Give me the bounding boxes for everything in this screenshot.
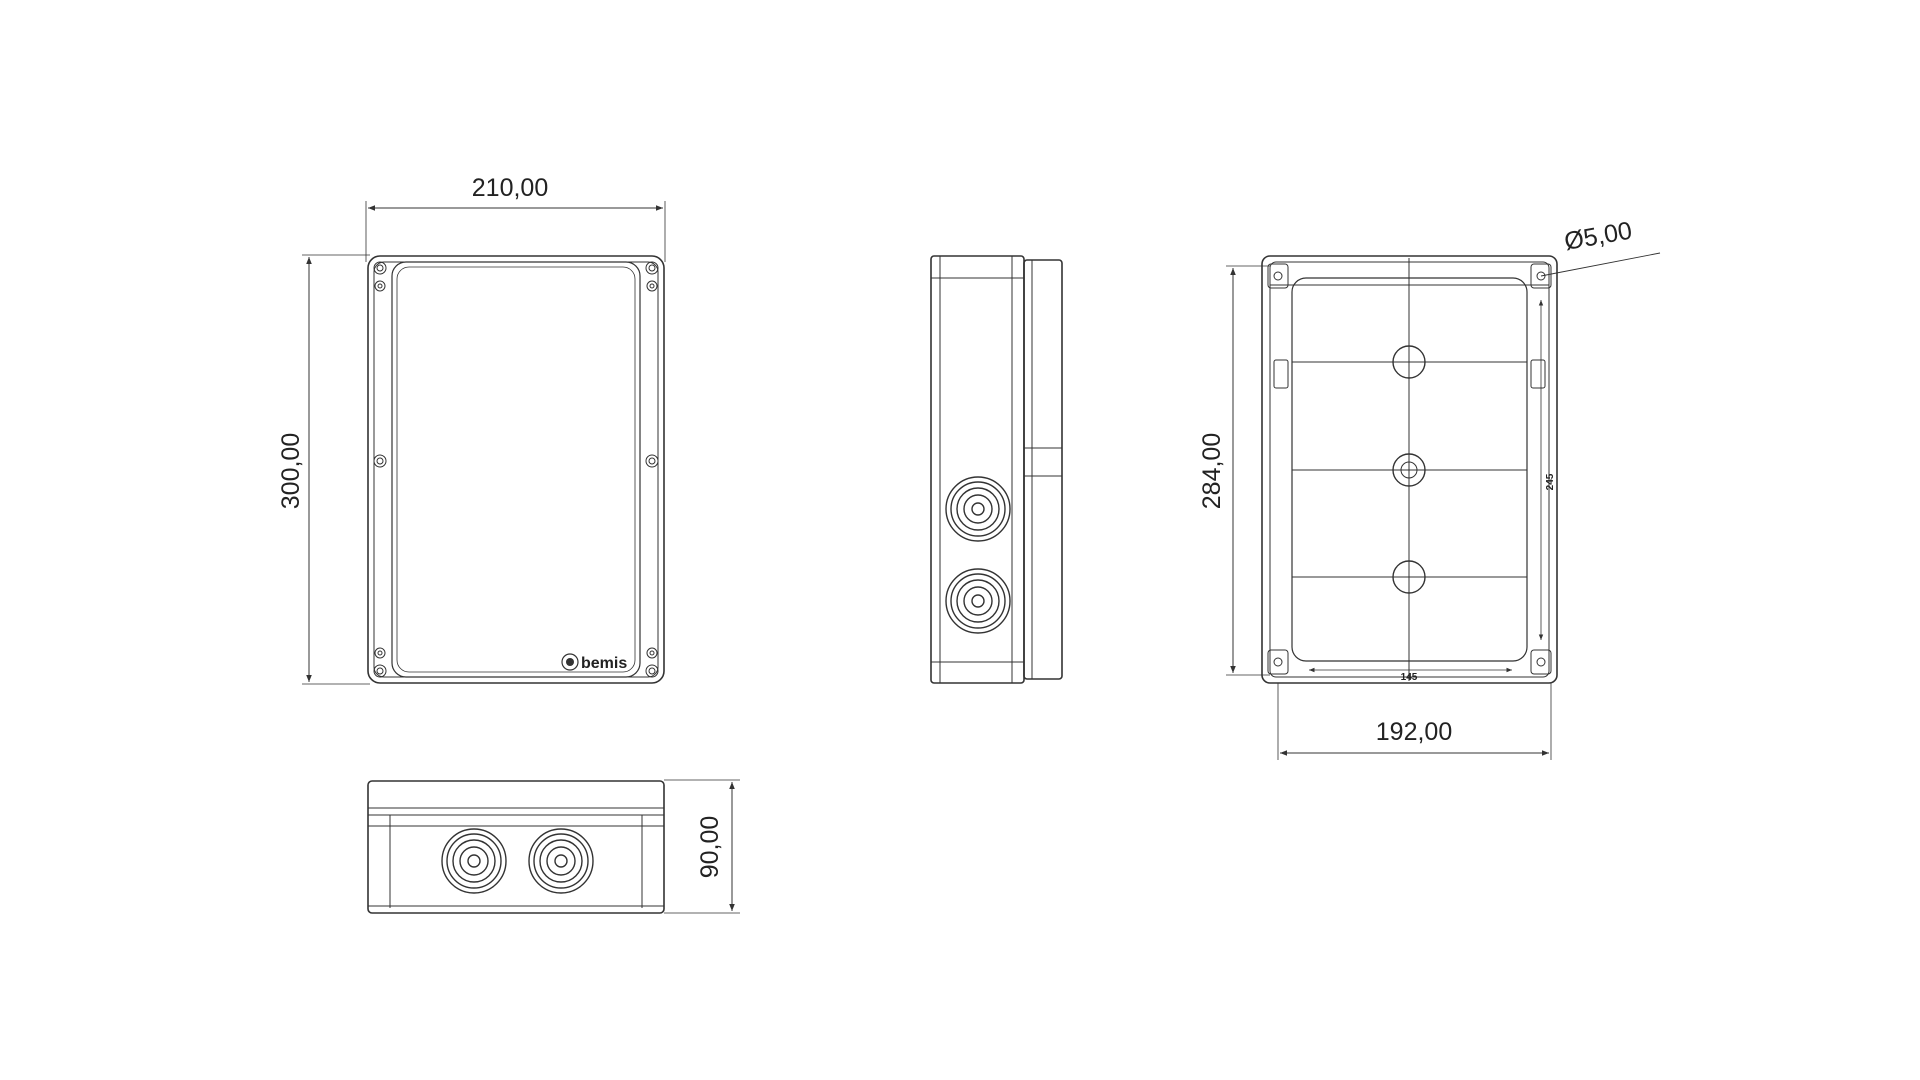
dim-back-width: 192,00	[1376, 718, 1452, 746]
bottom-gland-right	[528, 828, 594, 894]
side-outline	[930, 255, 1025, 684]
bemis-logo-text: bemis	[581, 655, 627, 672]
dim-hole-diameter: Ø5,00	[1562, 217, 1634, 256]
side-view	[930, 255, 1063, 684]
dim-back-height: 284,00	[1198, 433, 1226, 509]
side-gland-top	[945, 476, 1011, 542]
side-gland-bottom	[945, 568, 1011, 634]
dim-inner-height: 245	[1545, 473, 1556, 490]
bottom-gland-left	[441, 828, 507, 894]
front-view	[302, 201, 666, 685]
back-outline	[1261, 255, 1558, 684]
bottom-outline	[367, 780, 665, 914]
bemis-logo	[561, 653, 579, 671]
front-outline	[367, 255, 665, 684]
bottom-view	[367, 779, 740, 914]
back-view	[1226, 252, 1661, 760]
dim-bottom-height: 90,00	[696, 816, 724, 879]
dim-front-width: 210,00	[472, 174, 548, 202]
dim-leader-diameter	[1540, 252, 1661, 277]
dim-front-height: 300,00	[277, 433, 305, 509]
dim-inner-width: 145	[1401, 672, 1418, 683]
